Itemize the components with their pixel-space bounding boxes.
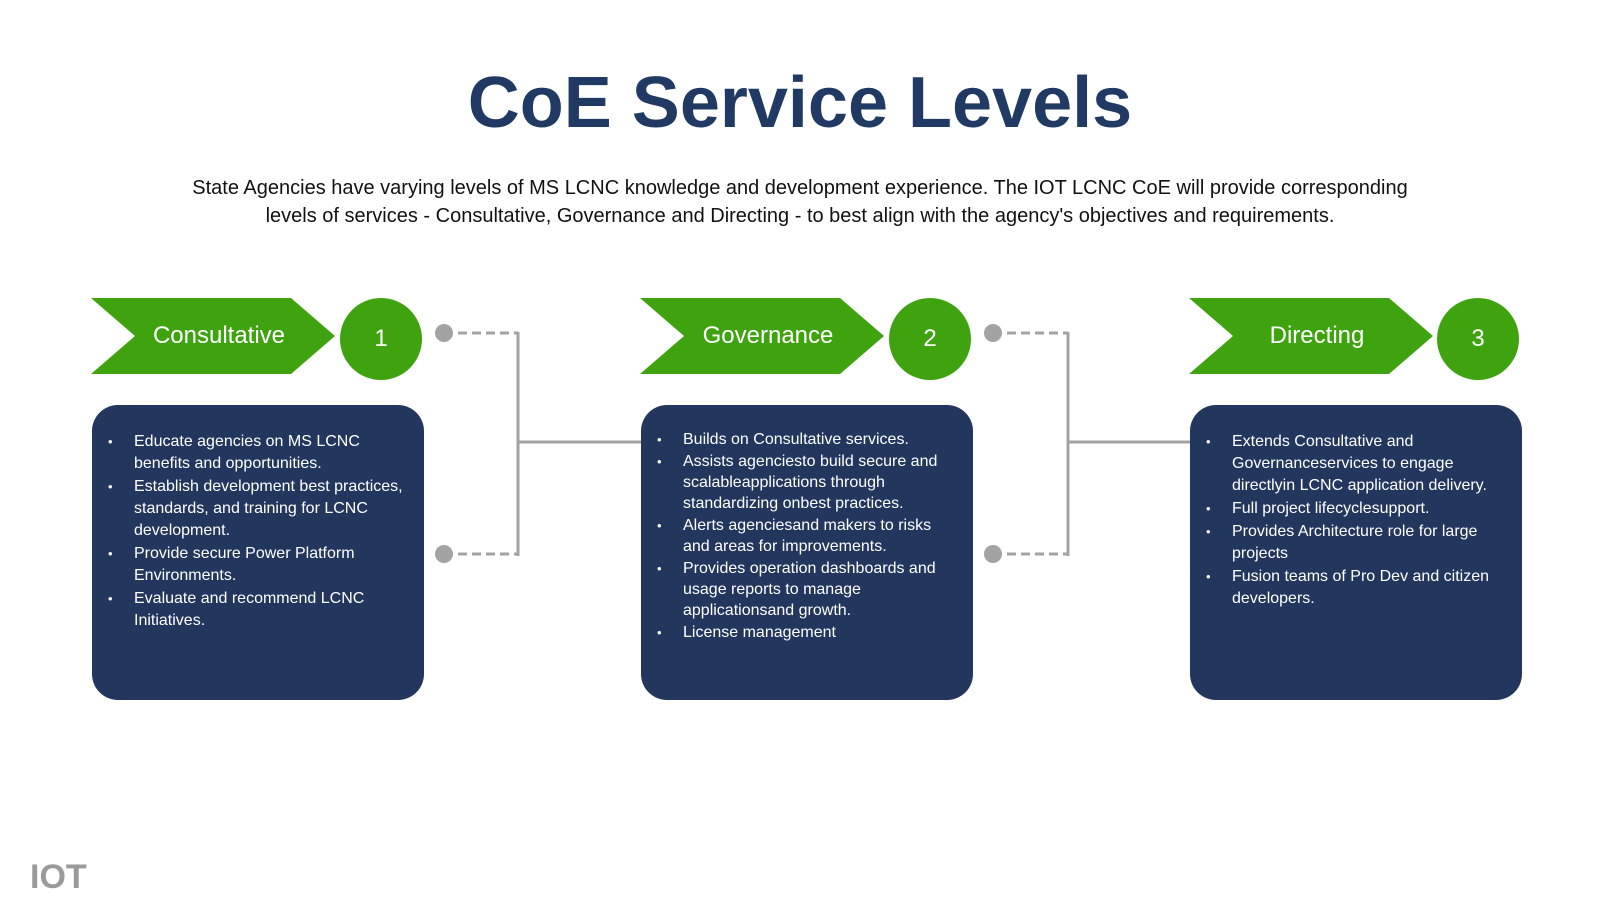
level-3-number: 3	[1471, 325, 1485, 352]
level-1-bullet: Provide secure Power Platform Environmen…	[108, 543, 408, 587]
level-2-description-box: Builds on Consultative services. Assists…	[641, 405, 973, 700]
level-2-bullet: Alerts agenciesand makers to risks and a…	[657, 515, 957, 557]
level-1-bullet-list: Educate agencies on MS LCNC benefits and…	[108, 431, 408, 632]
level-2-bullet: Provides operation dashboards and usage …	[657, 558, 957, 621]
iot-logo: IOT	[30, 858, 87, 896]
level-3-bullet: Full project lifecyclesupport.	[1206, 498, 1506, 520]
level-3-label: Directing	[1269, 322, 1365, 349]
level-2-bullet: License management	[657, 622, 957, 643]
level-1-bullet: Establish development best practices, st…	[108, 476, 408, 542]
level-2-bullet: Builds on Consultative services.	[657, 429, 957, 450]
level-1-label: Consultative	[152, 322, 286, 349]
level-1-number-badge: 1	[340, 298, 422, 380]
level-2-number-badge: 2	[889, 298, 971, 380]
connector-dot	[435, 545, 453, 563]
level-3-bullet: Fusion teams of Pro Dev and citizen deve…	[1206, 566, 1506, 610]
level-3-bullet-list: Extends Consultative and Governanceservi…	[1206, 431, 1506, 610]
subtitle: State Agencies have varying levels of MS…	[110, 174, 1490, 230]
subtitle-line-2: levels of services - Consultative, Gover…	[265, 205, 1335, 227]
level-2-bullet: Assists agenciesto build secure and scal…	[657, 451, 957, 514]
connector-2-3	[984, 324, 1192, 563]
connector-dot	[984, 324, 1002, 342]
level-1-description-box: Educate agencies on MS LCNC benefits and…	[92, 405, 424, 700]
subtitle-line-1: State Agencies have varying levels of MS…	[192, 177, 1408, 199]
level-2-bullet-list: Builds on Consultative services. Assists…	[657, 429, 957, 643]
level-2-chevron: Governance	[640, 298, 884, 374]
level-1-bullet: Evaluate and recommend LCNC Initiatives.	[108, 588, 408, 632]
level-2-label: Governance	[702, 322, 834, 349]
level-3-number-badge: 3	[1437, 298, 1519, 380]
level-2-number: 2	[923, 325, 937, 352]
level-3-bullet: Provides Architecture role for large pro…	[1206, 521, 1506, 565]
connector-dot	[435, 324, 453, 342]
level-1-number: 1	[374, 325, 388, 352]
connector-dot	[984, 545, 1002, 563]
page-title: CoE Service Levels	[467, 63, 1133, 143]
level-3-bullet: Extends Consultative and Governanceservi…	[1206, 431, 1506, 497]
level-1-bullet: Educate agencies on MS LCNC benefits and…	[108, 431, 408, 475]
level-3-description-box: Extends Consultative and Governanceservi…	[1190, 405, 1522, 700]
connector-1-2	[435, 324, 642, 563]
